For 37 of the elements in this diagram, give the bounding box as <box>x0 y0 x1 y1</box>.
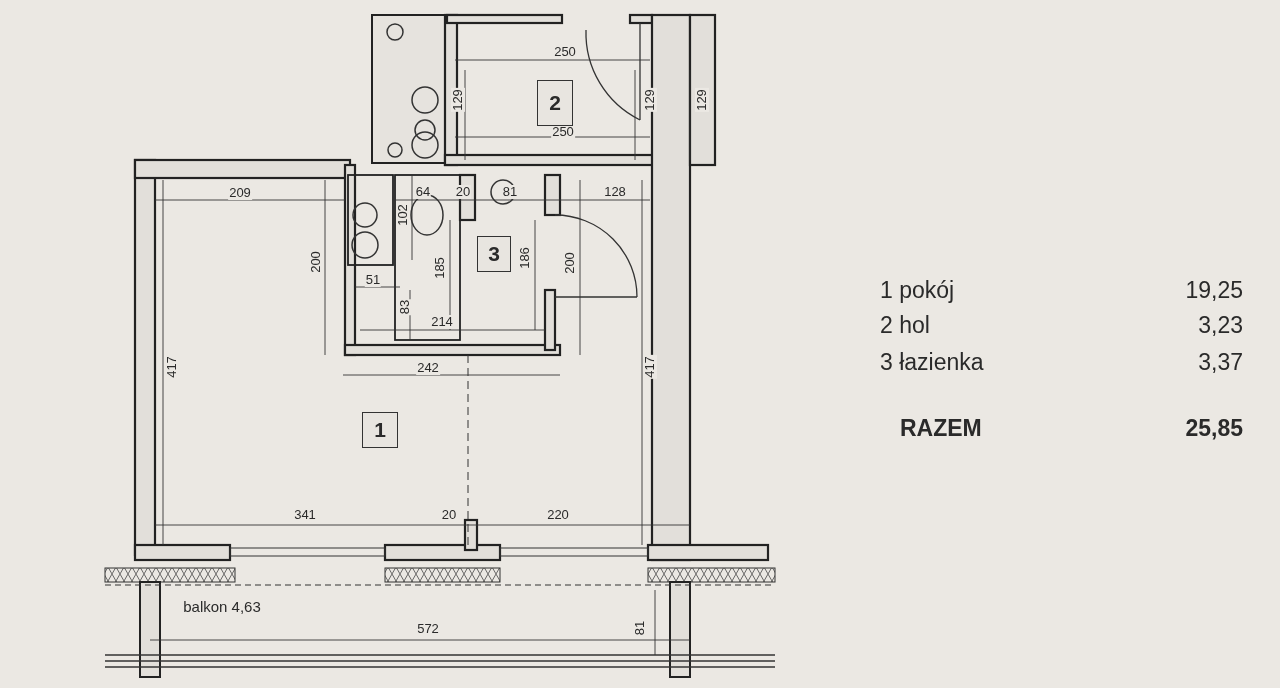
total-label: RAZEM <box>900 415 982 441</box>
dimension-label: 81 <box>633 619 647 637</box>
dimension-label: 200 <box>309 250 323 274</box>
dimension-label: 102 <box>396 203 410 227</box>
dimension-label: 214 <box>430 315 454 329</box>
room-number: 3 <box>477 236 511 272</box>
balcony-area-label: balkon 4,63 <box>182 600 262 614</box>
dimension-label: 20 <box>454 185 472 199</box>
dimension-label: 341 <box>293 508 317 522</box>
room-name: 1 pokój <box>880 277 955 303</box>
dimension-label: 220 <box>546 508 570 522</box>
dimension-label: 572 <box>416 622 440 636</box>
room-number: 1 <box>362 412 398 448</box>
dimension-label: 20 <box>440 508 458 522</box>
room-name: 2 hol <box>880 312 930 338</box>
dimension-label: 417 <box>165 355 179 379</box>
dimension-label: 129 <box>643 88 657 112</box>
dimension-label: 129 <box>695 88 709 112</box>
dimension-label: 81 <box>501 185 519 199</box>
dimension-label: 209 <box>228 186 252 200</box>
area-value: 19,25 <box>1185 277 1243 303</box>
dimension-label: 129 <box>451 88 465 112</box>
total-value: 25,85 <box>1185 415 1243 441</box>
dimension-label: 417 <box>643 355 657 379</box>
area-value: 3,37 <box>1198 349 1243 375</box>
dimension-label: 186 <box>518 246 532 270</box>
room-number: 2 <box>537 80 573 126</box>
dimension-label: 185 <box>433 256 447 280</box>
dimension-label: 250 <box>553 45 577 59</box>
dimension-label: 128 <box>603 185 627 199</box>
dimension-label: 51 <box>364 273 382 287</box>
area-value: 3,23 <box>1198 312 1243 338</box>
dimension-label: 64 <box>414 185 432 199</box>
dimension-label: 83 <box>398 298 412 316</box>
dimension-label: 200 <box>563 251 577 275</box>
dimension-label: 242 <box>416 361 440 375</box>
room-name: 3 łazienka <box>880 349 984 375</box>
